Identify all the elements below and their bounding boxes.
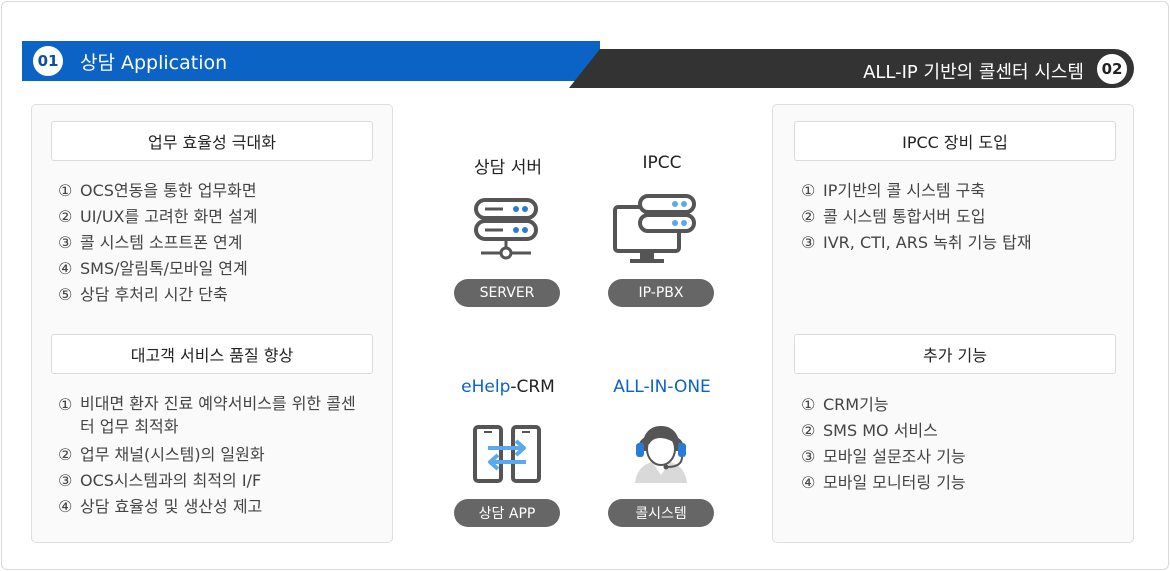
app-label-pill: 상담 APP [454,499,560,527]
call-system-label-pill: 콜시스템 [608,499,714,527]
tile-title: IPCC [642,153,682,173]
left-banner-title: 상담 Application [80,52,228,74]
server-icon [474,198,538,260]
section-title: 추가 기능 [794,334,1116,374]
right-banner-title: ALL-IP 기반의 콜센터 시스템 [863,62,1084,83]
monitor-server-icon [613,194,696,263]
headset-agent-icon [635,426,687,483]
sync-app-icon [473,425,541,483]
ip-pbx-label-pill: IP-PBX [608,279,714,307]
step-badge-01: 01 [31,44,65,78]
right-banner [569,49,1134,88]
left-banner [22,41,600,81]
section-title: 대고객 서비스 품질 향상 [51,334,373,374]
tile-title: eHelp-CRM [461,377,555,397]
step-badge-02: 02 [1095,52,1129,86]
section-title: 업무 효율성 극대화 [51,121,373,161]
server-label-pill: SERVER [454,279,560,307]
section-title: IPCC 장비 도입 [794,121,1116,161]
tile-title: 상담 서버 [474,158,542,178]
tile-title: ALL-IN-ONE [613,377,711,397]
